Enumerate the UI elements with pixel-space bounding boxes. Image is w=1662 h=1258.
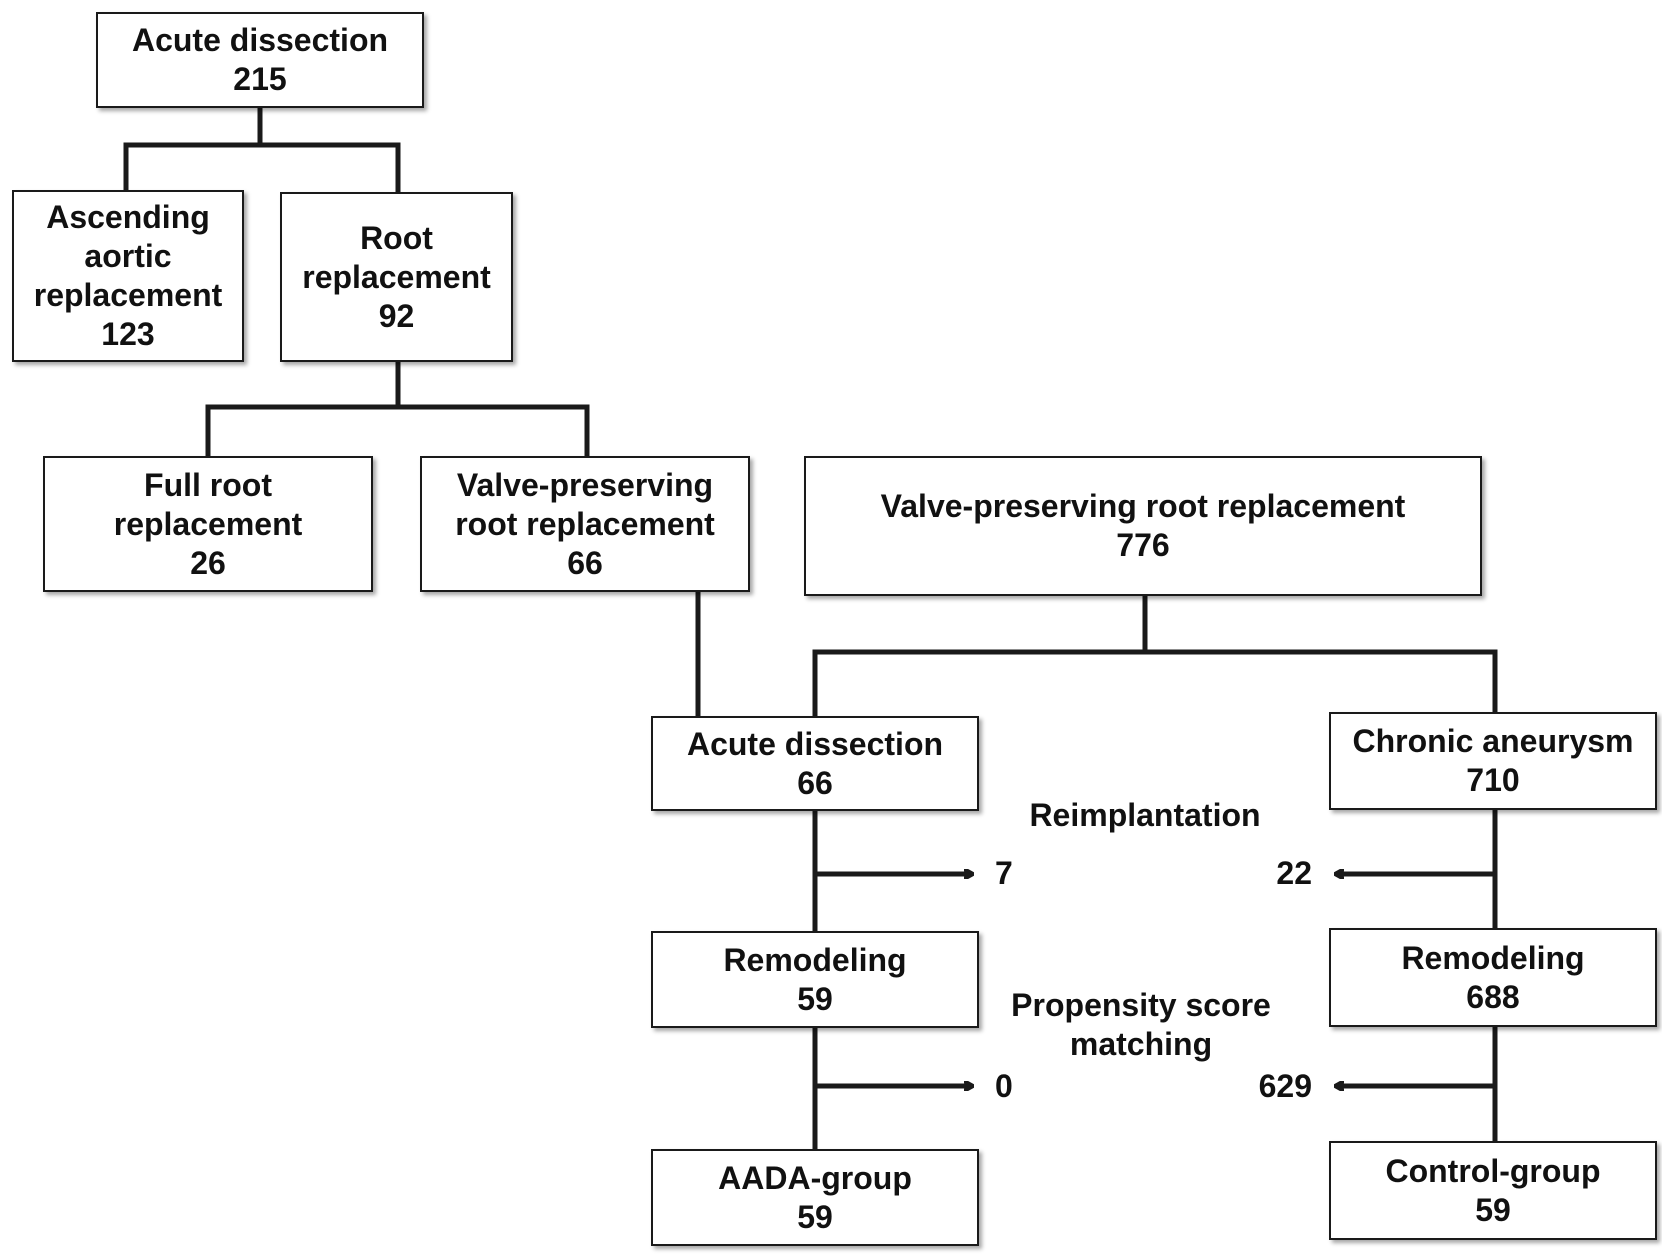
box-ascending-aortic-replacement: Ascending aortic replacement 123	[12, 190, 244, 362]
connector-776-split	[812, 593, 1498, 719]
box-line: Full root	[144, 466, 272, 503]
box-count: 123	[101, 316, 155, 352]
box-count: 92	[378, 297, 415, 334]
box-count: 59	[1475, 1191, 1511, 1228]
box-line: aortic	[84, 238, 172, 274]
box-line: Root	[360, 219, 433, 256]
box-acute-dissection-66: Acute dissection 66	[651, 716, 979, 811]
box-acute-dissection-215: Acute dissection 215	[96, 12, 424, 108]
box-count: 59	[797, 980, 833, 1017]
label-propensity-score-matching: Propensity score matching	[1011, 987, 1271, 1062]
box-title: Valve-preserving root replacement	[880, 488, 1406, 524]
box-title: Control-group	[1385, 1152, 1601, 1189]
box-line: replacement	[302, 258, 491, 295]
box-root-replacement: Root replacement 92	[280, 192, 513, 362]
label-reimplantation: Reimplantation	[1029, 797, 1261, 833]
box-count: 59	[797, 1198, 833, 1235]
box-aada-group: AADA-group 59	[651, 1149, 979, 1246]
box-line: replacement	[33, 277, 223, 313]
box-count: 215	[233, 61, 287, 97]
box-count: 710	[1466, 762, 1520, 798]
box-full-root-replacement: Full root replacement 26	[43, 456, 373, 592]
box-title: Acute dissection	[686, 725, 944, 762]
box-title: Remodeling	[1401, 939, 1585, 976]
label-psm-left-count: 0	[995, 1068, 1013, 1104]
connector-root-split	[205, 359, 590, 459]
box-remodeling-59: Remodeling 59	[651, 931, 979, 1028]
label-psm-right-count: 629	[1258, 1068, 1312, 1104]
box-title: Remodeling	[723, 941, 907, 978]
box-line: Valve-preserving	[456, 466, 714, 503]
box-valve-preserving-776: Valve-preserving root replacement 776	[804, 456, 1482, 596]
box-line: Ascending	[46, 199, 210, 235]
box-valve-preserving-66: Valve-preserving root replacement 66	[420, 456, 750, 592]
label-reimplantation-right-count: 22	[1276, 855, 1312, 891]
box-title: Chronic aneurysm	[1352, 723, 1634, 759]
box-title: Acute dissection	[131, 22, 389, 58]
box-line: root replacement	[455, 505, 715, 542]
box-count: 66	[797, 764, 833, 801]
box-chronic-aneurysm: Chronic aneurysm 710	[1329, 712, 1657, 810]
box-count: 688	[1466, 978, 1520, 1015]
box-count: 66	[567, 544, 603, 581]
box-remodeling-688: Remodeling 688	[1329, 928, 1657, 1027]
label-reimplantation-left-count: 7	[995, 855, 1013, 891]
box-title: AADA-group	[718, 1159, 912, 1196]
box-line: replacement	[113, 505, 303, 542]
box-count: 26	[190, 544, 226, 581]
box-control-group: Control-group 59	[1329, 1141, 1657, 1240]
box-count: 776	[1116, 527, 1170, 563]
connector-top-split	[123, 105, 401, 195]
